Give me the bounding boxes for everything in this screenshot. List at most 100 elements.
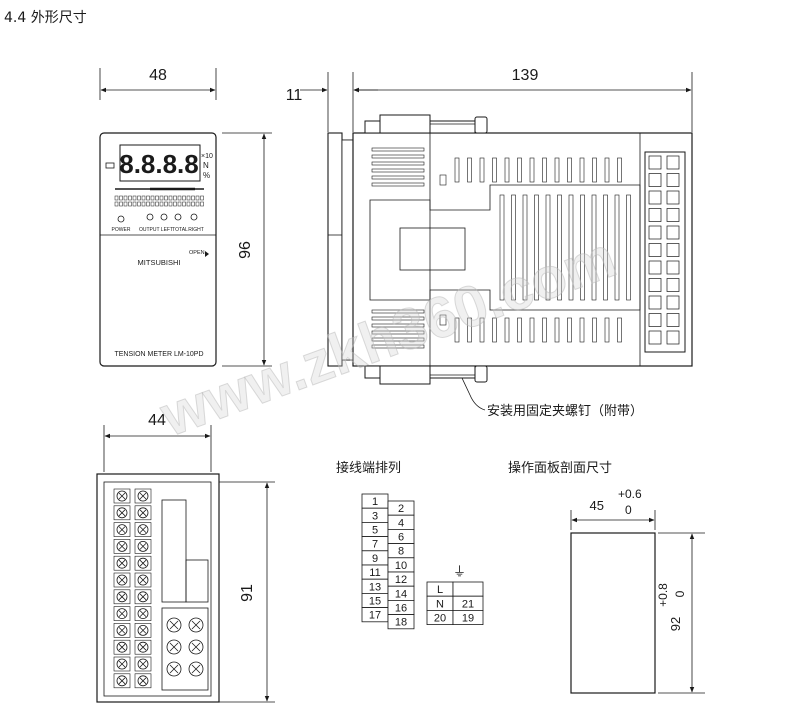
vent-slot (504, 157, 510, 183)
vent-slot (614, 194, 620, 301)
cutout-width-nominal: 45 (590, 498, 604, 513)
terminal-screw-icon (116, 507, 128, 519)
vent-slot (511, 194, 516, 301)
ind-label-output-left: OUTPUT LEFT (139, 227, 173, 233)
rear-terminal (134, 505, 152, 521)
vent-slot (591, 194, 597, 301)
vent-slot (371, 330, 425, 335)
side-terminal (648, 173, 662, 187)
terminal-screw-icon (116, 490, 128, 502)
bar-segment (173, 195, 177, 201)
vent-slot (517, 157, 522, 183)
vent-slot (567, 157, 572, 183)
terminal-screw-icon (137, 625, 149, 636)
terminal-screw-icon (116, 625, 128, 636)
vent-slot (603, 194, 608, 301)
terminal-layout-title: 接线端排列 (336, 460, 401, 476)
side-terminal (666, 243, 680, 257)
terminal-screw-icon (188, 617, 204, 633)
left-led (160, 213, 168, 221)
ground-cell (452, 581, 484, 597)
vent-slot (592, 157, 597, 183)
rear-terminal (134, 555, 152, 571)
rear-view: 44 91 (96, 412, 275, 703)
terminal-screw-icon (137, 524, 149, 535)
side-terminal (666, 225, 680, 240)
side-terminal (648, 313, 662, 327)
vent-slot (479, 157, 485, 183)
vent-slot (592, 317, 597, 343)
terminal-cell-label: N (436, 598, 444, 610)
right-led (190, 213, 198, 221)
terminal-cell-label: 17 (369, 610, 381, 622)
vent-slot (567, 317, 572, 343)
side-terminal (648, 225, 662, 240)
terminal-screw-icon (137, 675, 149, 687)
terminal-screw-icon (137, 591, 149, 603)
ind-label-total: TOTAL (172, 227, 188, 233)
terminal-cell-label: 21 (462, 598, 474, 610)
bar-segment (186, 195, 191, 201)
terminal-screw-icon (188, 639, 204, 655)
terminal-screw-icon (137, 608, 149, 619)
terminal-screw-icon (137, 574, 149, 586)
vent-slot (542, 317, 547, 343)
cutout-outline (570, 532, 656, 694)
vent-slot (542, 157, 547, 183)
mode-indicator (105, 162, 115, 169)
open-arrow-icon (205, 251, 209, 257)
rear-terminal (113, 488, 131, 504)
rear-terminal (113, 623, 131, 638)
side-terminal (648, 190, 662, 205)
terminal-cell-label: 6 (398, 532, 404, 544)
rear-terminal (134, 656, 152, 672)
bar-segment (164, 201, 168, 207)
bar-segment (200, 195, 204, 201)
bar-segment (191, 201, 195, 207)
bar-segment (146, 195, 150, 201)
vent-slot (371, 309, 425, 314)
bar-segment (164, 195, 168, 201)
panel-cutout-title: 操作面板剖面尺寸 (508, 460, 612, 476)
bar-segment (182, 195, 186, 201)
vent-slot (371, 175, 425, 180)
rear-terminal (134, 522, 152, 537)
bar-graph (114, 187, 204, 207)
bar-segment (137, 201, 141, 207)
terminal-screw-icon (116, 574, 128, 586)
total-led (174, 213, 182, 221)
terminal-cell-label: 19 (462, 613, 474, 625)
front-depth-dim: 11 (286, 87, 303, 104)
terminal-screw-icon (116, 675, 128, 687)
side-terminal (666, 330, 680, 345)
bar-segment (137, 195, 141, 201)
vent-slot (579, 317, 585, 343)
side-terminal (666, 208, 680, 222)
mounting-screw-top (364, 114, 488, 134)
terminal-cell-label: 20 (434, 613, 446, 625)
vent-slot (617, 317, 622, 343)
bar-segment (155, 195, 159, 201)
side-terminal (648, 278, 662, 292)
bar-segment (141, 201, 146, 207)
vent-slot (467, 157, 472, 183)
rear-terminal (134, 623, 152, 638)
terminal-cell-label: 9 (372, 553, 378, 565)
unit-n: N (203, 161, 209, 170)
terminal-cell-label: 14 (395, 588, 407, 600)
vent-slot (371, 161, 425, 166)
rear-terminal (113, 656, 131, 672)
terminal-screw-icon (116, 608, 128, 619)
side-terminal (648, 155, 662, 170)
bar-segment (146, 201, 150, 207)
side-terminal (666, 278, 680, 292)
rear-terminal (113, 673, 131, 689)
terminal-cell-label: 4 (398, 517, 404, 529)
rear-width-dim: 44 (148, 412, 166, 429)
vent-slot (504, 317, 510, 343)
side-terminal (666, 295, 680, 310)
vent-slot (454, 157, 460, 183)
terminal-screw-icon (116, 658, 128, 670)
vent-slot (371, 182, 425, 187)
vent-slot (529, 157, 535, 183)
